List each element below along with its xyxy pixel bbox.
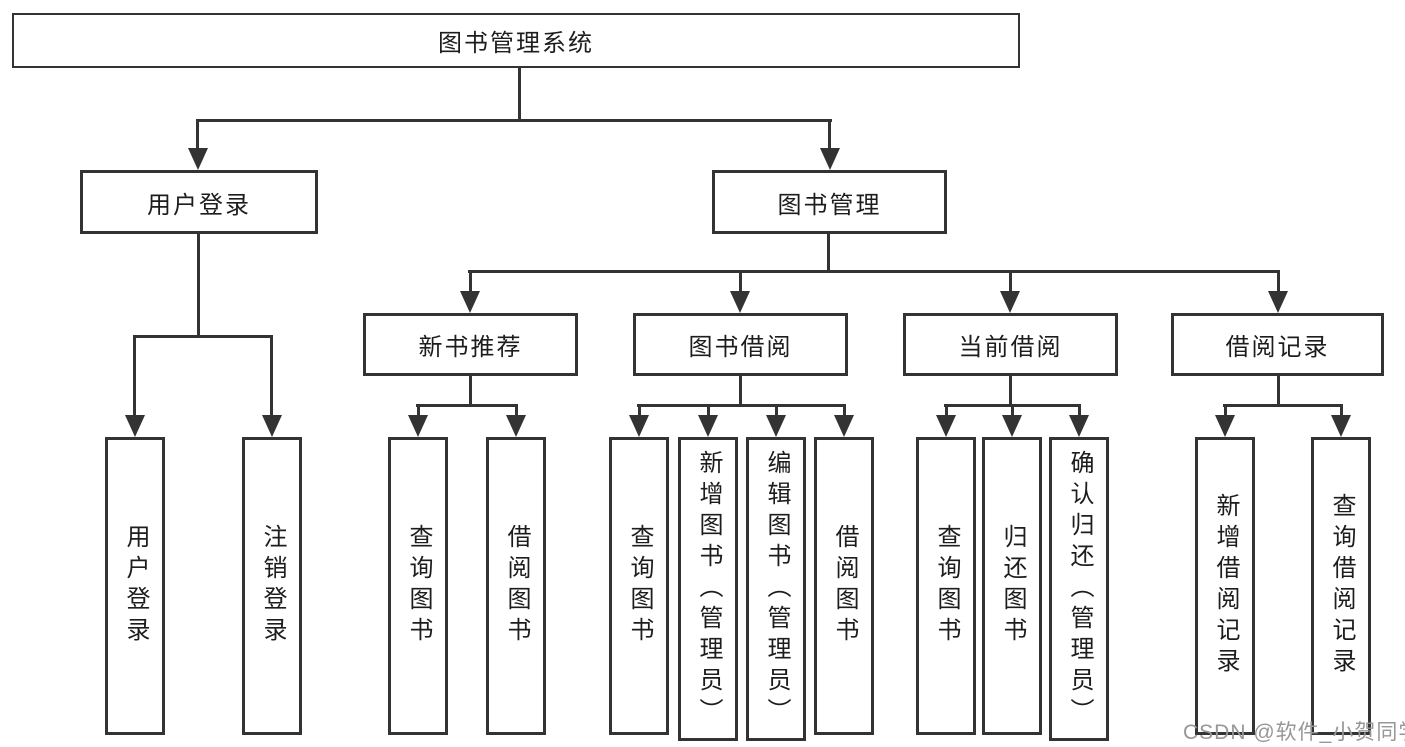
node-book-borrowing: 图书借阅	[633, 313, 848, 376]
arrowhead-leaf	[766, 415, 786, 437]
node-root: 图书管理系统	[12, 13, 1020, 68]
leaf-add-borrow-record: 新增借阅记录	[1195, 437, 1255, 735]
leaf-logout-label: 注销登录	[259, 524, 286, 648]
arrowhead-borrowing	[730, 291, 750, 313]
arrowhead-book-mgmt	[820, 148, 840, 170]
node-borrowing-records-label: 借阅记录	[1225, 334, 1330, 361]
arrowhead-leaf	[834, 415, 854, 437]
leaf-query-borrow-record-label: 查询借阅记录	[1328, 493, 1355, 679]
node-book-management-label: 图书管理	[777, 191, 882, 219]
node-borrowing-records: 借阅记录	[1171, 313, 1384, 376]
node-book-management: 图书管理	[712, 170, 947, 234]
arrowhead-leaf	[936, 415, 956, 437]
node-root-label: 图书管理系统	[438, 30, 594, 57]
node-current-borrowing-label: 当前借阅	[958, 334, 1063, 361]
connector-root-stem	[518, 66, 521, 121]
leaf-query-books-1: 查询图书	[388, 437, 448, 735]
connector-new-books-leaf-branch	[416, 404, 518, 407]
leaf-query-books-1-label: 查询图书	[405, 524, 432, 648]
connector-leaf-logout-drop	[270, 335, 273, 416]
arrowhead-leaf	[1215, 415, 1235, 437]
leaf-query-books-2-label: 查询图书	[626, 524, 653, 648]
connector-leaf-login-drop	[133, 335, 136, 416]
arrowhead-leaf-login	[125, 415, 145, 437]
connector-leaf-drop	[945, 404, 948, 416]
connector-borrowing-leaf-branch	[637, 404, 846, 407]
connector-level2-branch	[196, 119, 832, 122]
leaf-logout: 注销登录	[242, 437, 302, 735]
arrowhead-leaf	[629, 415, 649, 437]
node-user-login-label: 用户登录	[147, 191, 251, 219]
arrowhead-current	[1000, 291, 1020, 313]
leaf-borrow-books-2-label: 借阅图书	[831, 524, 858, 648]
leaf-user-login: 用户登录	[105, 437, 165, 735]
node-book-borrowing-label: 图书借阅	[688, 334, 793, 361]
arrowhead-new-books	[460, 291, 480, 313]
leaf-query-borrow-record: 查询借阅记录	[1311, 437, 1371, 735]
leaf-user-login-label: 用户登录	[122, 524, 149, 648]
node-new-book-recommend-label: 新书推荐	[418, 334, 523, 361]
connector-records-leaf-branch	[1223, 404, 1343, 407]
connector-leaf-drop	[638, 404, 641, 416]
connector-new-books-stem	[469, 376, 472, 407]
connector-leaf-drop	[1224, 404, 1227, 416]
arrowhead-user-login	[188, 148, 208, 170]
leaf-query-books-2: 查询图书	[609, 437, 669, 735]
leaf-add-borrow-record-label: 新增借阅记录	[1212, 493, 1239, 679]
leaf-borrow-books-1: 借阅图书	[486, 437, 546, 735]
arrowhead-leaf	[1331, 415, 1351, 437]
leaf-add-books-admin: 新增图书（管理员）	[678, 437, 738, 741]
arrowhead-records	[1268, 291, 1288, 313]
leaf-confirm-return-admin-label: 确认归还（管理员）	[1066, 449, 1093, 729]
arrowhead-leaf	[506, 415, 526, 437]
leaf-add-books-admin-label: 新增图书（管理员）	[695, 449, 722, 729]
connector-user-login-stem	[197, 234, 200, 338]
leaf-return-books: 归还图书	[982, 437, 1042, 735]
connector-leaf-drop	[775, 404, 778, 416]
connector-user-login-branch	[133, 335, 273, 338]
leaf-return-books-label: 归还图书	[999, 524, 1026, 648]
connector-leaf-drop	[1011, 404, 1014, 416]
connector-book-mgmt-stem	[827, 234, 830, 273]
arrowhead-leaf	[408, 415, 428, 437]
arrowhead-leaf	[1002, 415, 1022, 437]
csdn-watermark: CSDN @软件_小贺同学	[1183, 721, 1405, 744]
connector-borrowing-drop	[739, 270, 742, 293]
connector-user-login-drop	[196, 119, 199, 150]
connector-book-mgmt-drop	[828, 119, 831, 150]
arrowhead-leaf-logout	[262, 415, 282, 437]
connector-leaf-drop	[843, 404, 846, 416]
arrowhead-leaf	[698, 415, 718, 437]
connector-level3-branch	[468, 270, 1280, 273]
connector-current-drop	[1009, 270, 1012, 293]
node-new-book-recommend: 新书推荐	[363, 313, 578, 376]
leaf-borrow-books-2: 借阅图书	[814, 437, 874, 735]
connector-records-drop	[1277, 270, 1280, 293]
connector-records-stem	[1277, 376, 1280, 407]
connector-leaf-drop	[515, 404, 518, 416]
leaf-edit-books-admin: 编辑图书（管理员）	[746, 437, 806, 741]
connector-leaf-drop	[707, 404, 710, 416]
leaf-borrow-books-1-label: 借阅图书	[503, 524, 530, 648]
connector-current-stem	[1009, 376, 1012, 407]
connector-new-books-drop	[469, 270, 472, 293]
leaf-query-books-3-label: 查询图书	[933, 524, 960, 648]
leaf-query-books-3: 查询图书	[916, 437, 976, 735]
connector-leaf-drop	[417, 404, 420, 416]
connector-leaf-drop	[1340, 404, 1343, 416]
connector-leaf-drop	[1078, 404, 1081, 416]
node-user-login: 用户登录	[80, 170, 318, 234]
leaf-confirm-return-admin: 确认归还（管理员）	[1049, 437, 1109, 741]
leaf-edit-books-admin-label: 编辑图书（管理员）	[763, 449, 790, 729]
node-current-borrowing: 当前借阅	[903, 313, 1118, 376]
arrowhead-leaf	[1069, 415, 1089, 437]
connector-borrowing-stem	[739, 376, 742, 407]
